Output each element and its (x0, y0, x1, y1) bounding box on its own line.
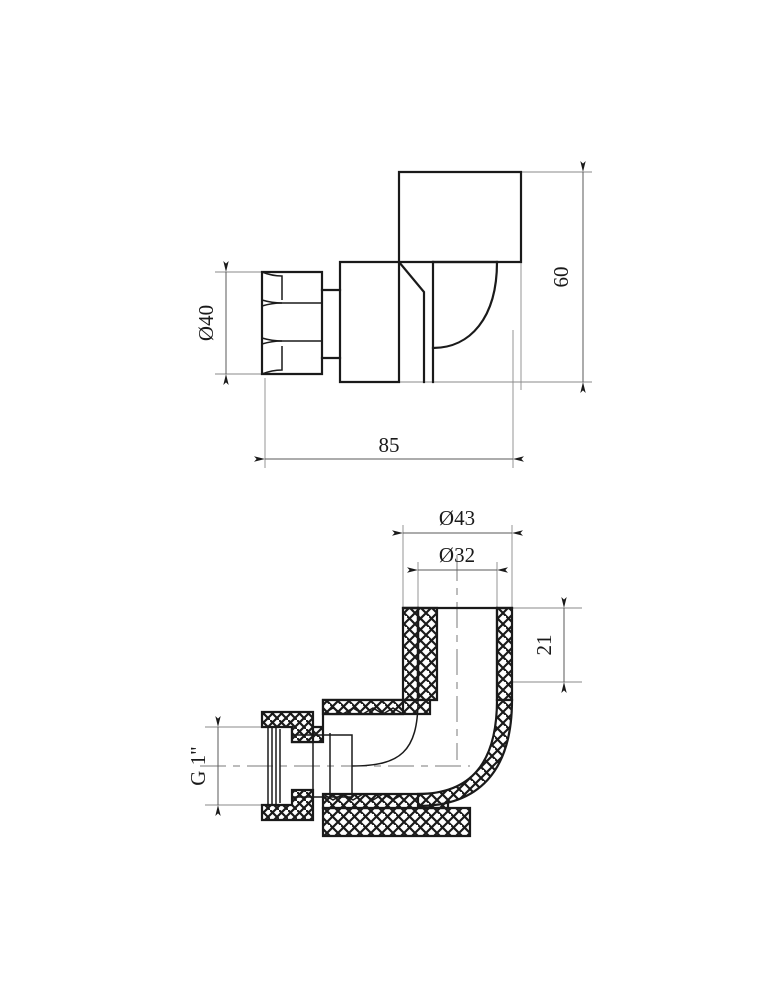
dimension-height60: 60 (549, 161, 586, 393)
dia43-label: Ø43 (439, 506, 475, 530)
body-lower-arm-inner (321, 792, 450, 810)
union-nut-profile (260, 270, 324, 376)
nut-tail-pipe (292, 730, 353, 802)
elbow-outer-curve (431, 260, 499, 350)
height60-label: 60 (549, 267, 573, 288)
dia40-label: Ø40 (194, 305, 218, 341)
nut-thread-lines (267, 727, 281, 805)
elbow-socket-vertical (397, 170, 523, 264)
dia32-label: Ø32 (439, 543, 475, 567)
dimension-thread-g1: G 1" (186, 716, 221, 816)
length85-label: 85 (379, 433, 400, 457)
thread-teeth (322, 707, 404, 801)
depth21-label: 21 (532, 635, 556, 656)
section-view (200, 525, 582, 838)
dimension-dia40: Ø40 (194, 261, 229, 385)
outer-cavity-curve (417, 699, 498, 795)
union-nut-section (260, 710, 353, 822)
socket-left-wall (401, 606, 439, 702)
body-upper-arm (321, 698, 405, 716)
dimension-depth21: 21 (532, 597, 567, 693)
dimension-dia32: Ø32 (407, 543, 508, 573)
elbow-chamfer (397, 260, 435, 384)
body-lower-arm (321, 806, 472, 838)
inner-cavity-curve (351, 699, 419, 767)
section-centerlines (200, 555, 470, 767)
thread-g1-label: G 1" (186, 746, 210, 786)
nut-neck (320, 288, 342, 360)
dimension-dia43: Ø43 (392, 506, 523, 536)
section-outlines (401, 606, 514, 702)
dimension-length85: 85 (254, 433, 524, 462)
elevation-view (215, 170, 592, 468)
elbow-body-horizontal (338, 260, 401, 384)
socket-right-wall (495, 606, 514, 702)
